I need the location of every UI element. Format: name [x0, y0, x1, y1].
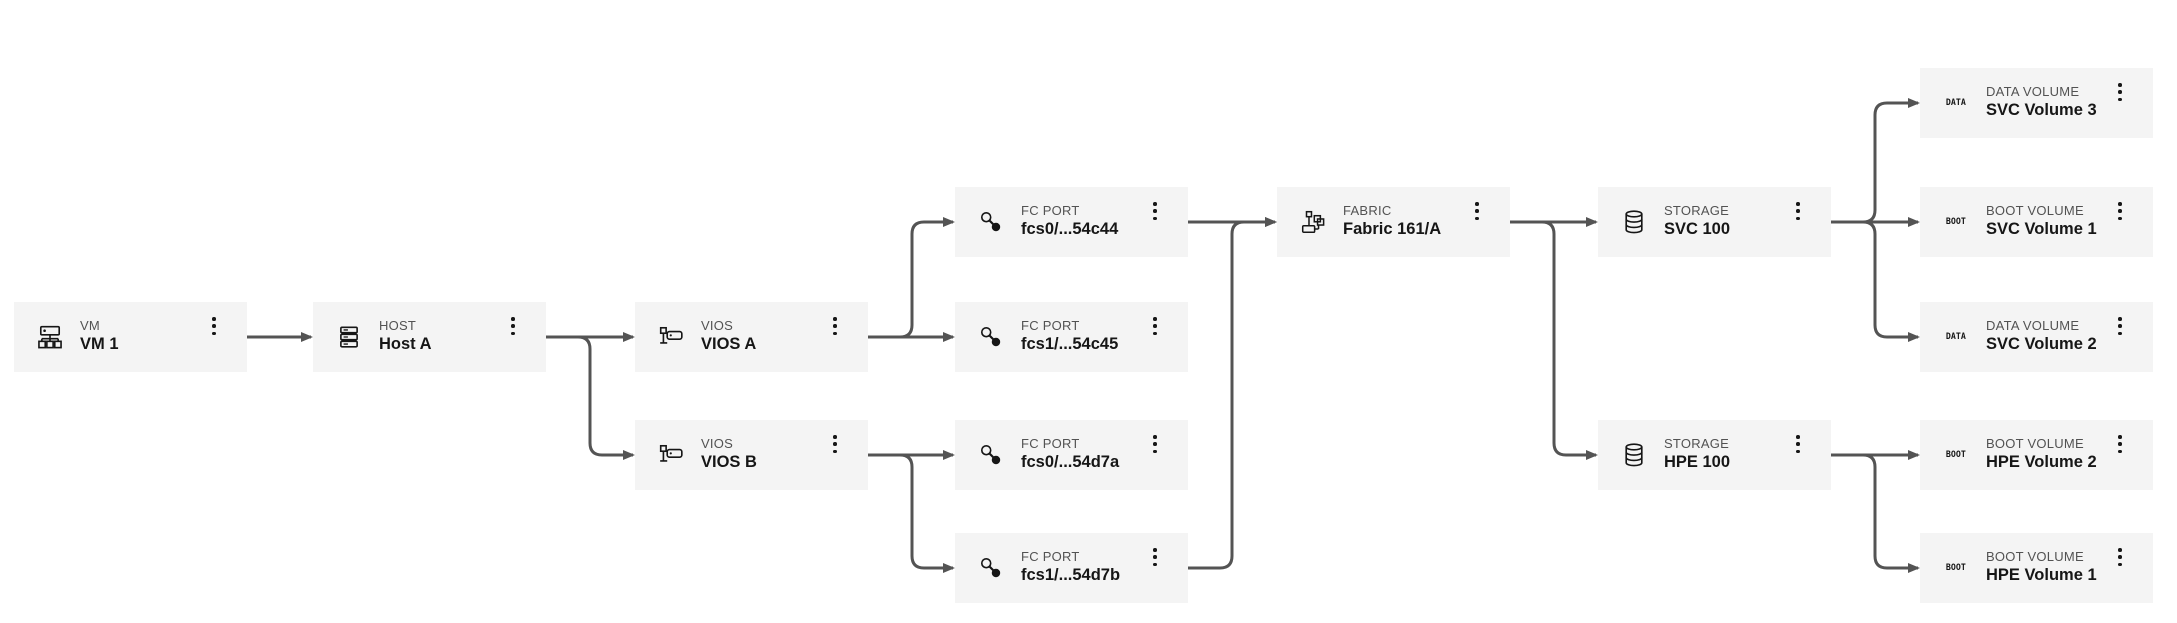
overflow-menu-button[interactable]	[2113, 546, 2127, 568]
node-name: HPE 100	[1664, 453, 1731, 472]
node-card-viosB[interactable]: VIOS VIOS B	[635, 420, 868, 490]
node-card-fabric[interactable]: FABRIC Fabric 161/A	[1277, 187, 1510, 257]
node-type-label: FABRIC	[1343, 202, 1392, 218]
node-type-label: FC PORT	[1021, 548, 1080, 564]
node-name: VM 1	[80, 335, 119, 354]
fc-port-icon	[977, 323, 1005, 351]
data-volume-icon-text: DATA	[1946, 98, 1966, 108]
node-name: fcs1/...54d7b	[1021, 566, 1121, 585]
node-card-hpe100[interactable]: STORAGE HPE 100	[1598, 420, 1831, 490]
boot-volume-icon-text: BOOT	[1946, 217, 1966, 227]
node-name: SVC Volume 2	[1986, 335, 2097, 354]
storage-icon	[1620, 208, 1648, 236]
node-name: VIOS A	[701, 335, 757, 354]
node-type-label: FC PORT	[1021, 202, 1080, 218]
overflow-menu-button[interactable]	[828, 433, 842, 455]
data-volume-icon-text: DATA	[1946, 332, 1966, 342]
overflow-menu-button[interactable]	[2113, 433, 2127, 455]
node-card-svcVol2[interactable]: DATA DATA VOLUME SVC Volume 2	[1920, 302, 2153, 372]
vios-icon	[657, 323, 685, 351]
boot-volume-icon: BOOT	[1942, 208, 1970, 236]
overflow-menu-button[interactable]	[207, 315, 221, 337]
storage-icon	[1620, 441, 1648, 469]
node-card-fcB1[interactable]: FC PORT fcs1/...54d7b	[955, 533, 1188, 603]
node-name: fcs1/...54c45	[1021, 335, 1119, 354]
node-type-label: STORAGE	[1664, 202, 1730, 218]
overflow-menu-button[interactable]	[1148, 433, 1162, 455]
node-card-svc100[interactable]: STORAGE SVC 100	[1598, 187, 1831, 257]
node-type-label: BOOT VOLUME	[1986, 202, 2084, 218]
node-card-viosA[interactable]: VIOS VIOS A	[635, 302, 868, 372]
node-name: VIOS B	[701, 453, 757, 472]
node-card-fcB0[interactable]: FC PORT fcs0/...54d7a	[955, 420, 1188, 490]
node-type-label: BOOT VOLUME	[1986, 435, 2084, 451]
node-card-hpeVol2[interactable]: BOOT BOOT VOLUME HPE Volume 2	[1920, 420, 2153, 490]
node-name: Fabric 161/A	[1343, 220, 1442, 239]
node-card-fcA1[interactable]: FC PORT fcs1/...54c45	[955, 302, 1188, 372]
node-name: fcs0/...54c44	[1021, 220, 1119, 239]
node-card-vm1[interactable]: VM VM 1	[14, 302, 247, 372]
fc-port-icon	[977, 441, 1005, 469]
node-name: SVC Volume 3	[1986, 101, 2097, 120]
node-type-label: DATA VOLUME	[1986, 83, 2080, 99]
node-card-hpeVol1[interactable]: BOOT BOOT VOLUME HPE Volume 1	[1920, 533, 2153, 603]
overflow-menu-button[interactable]	[1148, 200, 1162, 222]
node-name: SVC Volume 1	[1986, 220, 2097, 239]
edge-hpe100-hpeVol1	[1831, 453, 1920, 573]
node-name: Host A	[379, 335, 432, 354]
edge-fcB1-fabric	[1188, 217, 1277, 570]
host-icon	[335, 323, 363, 351]
node-card-svcVol3[interactable]: DATA DATA VOLUME SVC Volume 3	[1920, 68, 2153, 138]
boot-volume-icon: BOOT	[1942, 441, 1970, 469]
edge-fabric-hpe100	[1510, 220, 1598, 460]
node-name: fcs0/...54d7a	[1021, 453, 1120, 472]
boot-volume-icon-text: BOOT	[1946, 563, 1966, 573]
node-type-label: FC PORT	[1021, 435, 1080, 451]
overflow-menu-button[interactable]	[1148, 546, 1162, 568]
fabric-icon	[1299, 208, 1327, 236]
vios-icon	[657, 441, 685, 469]
node-type-label: BOOT VOLUME	[1986, 548, 2084, 564]
node-name: HPE Volume 2	[1986, 453, 2097, 472]
overflow-menu-button[interactable]	[2113, 81, 2127, 103]
vm-icon	[36, 323, 64, 351]
data-volume-icon: DATA	[1942, 89, 1970, 117]
node-type-label: DATA VOLUME	[1986, 317, 2080, 333]
node-type-label: STORAGE	[1664, 435, 1730, 451]
node-card-svcVol1[interactable]: BOOT BOOT VOLUME SVC Volume 1	[1920, 187, 2153, 257]
node-type-label: FC PORT	[1021, 317, 1080, 333]
boot-volume-icon-text: BOOT	[1946, 450, 1966, 460]
data-volume-icon: DATA	[1942, 323, 1970, 351]
overflow-menu-button[interactable]	[1470, 200, 1484, 222]
edge-hostA-viosB	[546, 335, 635, 460]
node-name: SVC 100	[1664, 220, 1731, 239]
node-name: HPE Volume 1	[1986, 566, 2097, 585]
overflow-menu-button[interactable]	[506, 315, 520, 337]
fc-port-icon	[977, 208, 1005, 236]
node-card-hostA[interactable]: HOST Host A	[313, 302, 546, 372]
edge-svc100-svcVol3	[1831, 98, 1920, 224]
edge-viosA-fcA0	[868, 217, 955, 339]
overflow-menu-button[interactable]	[1148, 315, 1162, 337]
edge-svc100-svcVol2	[1831, 220, 1920, 342]
node-type-label: VIOS	[701, 317, 734, 333]
overflow-menu-button[interactable]	[2113, 315, 2127, 337]
node-type-label: VIOS	[701, 435, 734, 451]
edge-viosB-fcB1	[868, 453, 955, 573]
overflow-menu-button[interactable]	[828, 315, 842, 337]
boot-volume-icon: BOOT	[1942, 554, 1970, 582]
overflow-menu-button[interactable]	[1791, 433, 1805, 455]
node-card-fcA0[interactable]: FC PORT fcs0/...54c44	[955, 187, 1188, 257]
node-type-label: VM	[80, 317, 100, 333]
overflow-menu-button[interactable]	[2113, 200, 2127, 222]
node-type-label: HOST	[379, 317, 417, 333]
overflow-menu-button[interactable]	[1791, 200, 1805, 222]
fc-port-icon	[977, 554, 1005, 582]
